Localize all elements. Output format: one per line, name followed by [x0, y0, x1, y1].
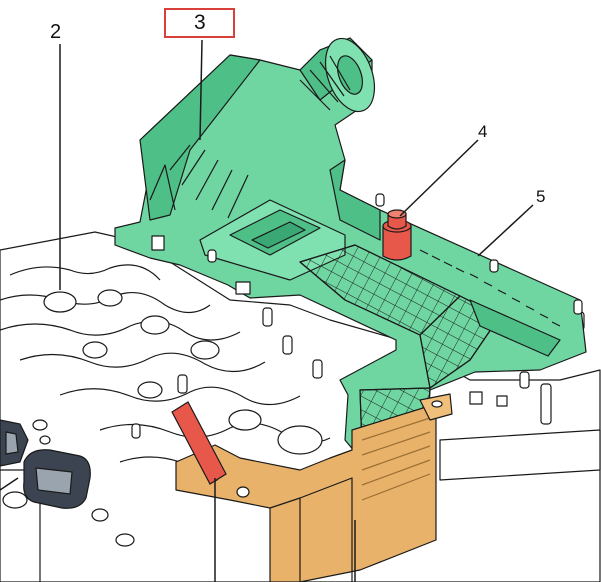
- callout-3-highlighted: 3: [164, 8, 235, 38]
- leader-3: [199, 39, 203, 141]
- valve-body: [0, 231, 601, 582]
- callout-5: 5: [536, 187, 546, 206]
- callout-2: 2: [50, 21, 62, 43]
- leader-left-edge: [0, 477, 19, 491]
- callout-4: 4: [478, 122, 488, 141]
- leader-lines: [0, 39, 534, 582]
- leader-5: [477, 204, 534, 257]
- red-pin: [171, 401, 227, 485]
- red-connector: [382, 209, 412, 261]
- orange-module: [175, 393, 453, 582]
- leader-4: [399, 139, 479, 217]
- seal-gaskets: [0, 419, 91, 509]
